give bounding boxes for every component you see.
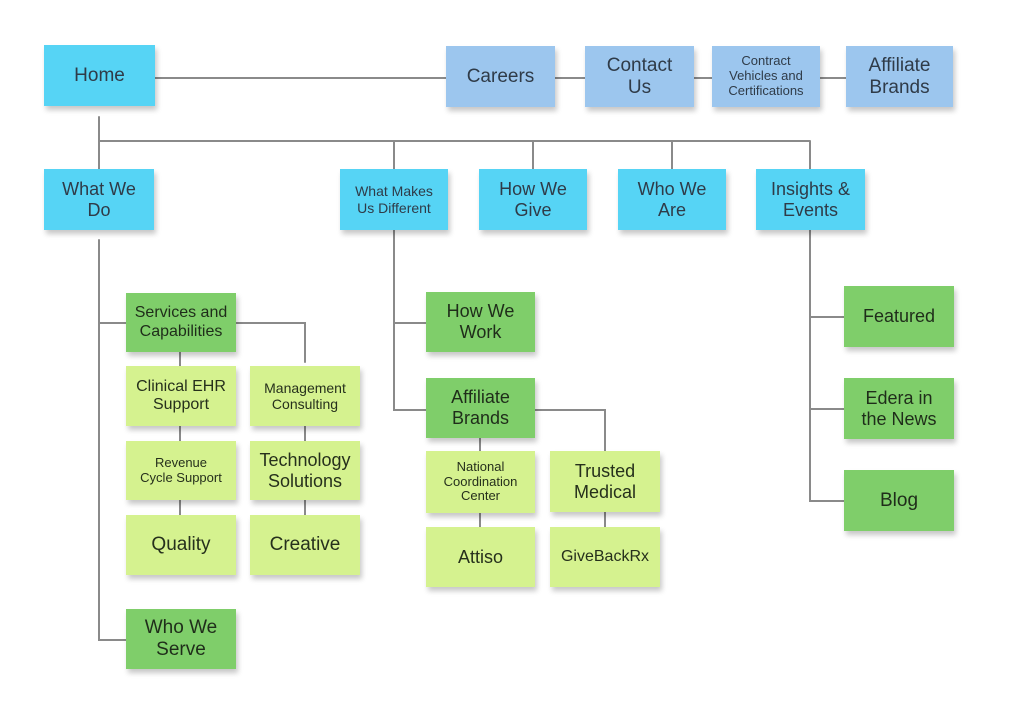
node-services-and-capabilities[interactable]: Services and Capabilities (126, 293, 236, 352)
connector-what-we-do-branch (98, 239, 306, 641)
connector-different-branch (393, 229, 606, 452)
node-what-makes-us-different[interactable]: What Makes Us Different (340, 169, 448, 230)
node-affiliate-brands-sub[interactable]: Affiliate Brands (426, 378, 535, 438)
node-how-we-work[interactable]: How We Work (426, 292, 535, 352)
connector-home-sections (98, 116, 811, 170)
node-national-coordination-center[interactable]: National Coordination Center (426, 451, 535, 513)
node-home[interactable]: Home (44, 45, 155, 106)
node-contract-vehicles[interactable]: Contract Vehicles and Certifications (712, 46, 820, 107)
node-insights-events[interactable]: Insights & Events (756, 169, 865, 230)
node-clinical-ehr-support[interactable]: Clinical EHR Support (126, 366, 236, 426)
node-management-consulting[interactable]: Management Consulting (250, 366, 360, 426)
node-who-we-serve[interactable]: Who We Serve (126, 609, 236, 669)
node-what-we-do[interactable]: What We Do (44, 169, 154, 230)
node-who-we-are[interactable]: Who We Are (618, 169, 726, 230)
node-affiliate-brands-top[interactable]: Affiliate Brands (846, 46, 953, 107)
node-givebackrx[interactable]: GiveBackRx (550, 527, 660, 587)
node-creative[interactable]: Creative (250, 515, 360, 575)
connector-affiliate-columns (479, 437, 606, 528)
node-featured[interactable]: Featured (844, 286, 954, 347)
node-contact-us[interactable]: Contact Us (585, 46, 694, 107)
node-careers[interactable]: Careers (446, 46, 555, 107)
node-revenue-cycle-support[interactable]: Revenue Cycle Support (126, 441, 236, 500)
connector-insights-branch (809, 229, 845, 502)
node-attiso[interactable]: Attiso (426, 527, 535, 587)
node-edera-in-the-news[interactable]: Edera in the News (844, 378, 954, 439)
node-blog[interactable]: Blog (844, 470, 954, 531)
node-technology-solutions[interactable]: Technology Solutions (250, 441, 360, 500)
node-trusted-medical[interactable]: Trusted Medical (550, 451, 660, 512)
node-quality[interactable]: Quality (126, 515, 236, 575)
node-how-we-give[interactable]: How We Give (479, 169, 587, 230)
